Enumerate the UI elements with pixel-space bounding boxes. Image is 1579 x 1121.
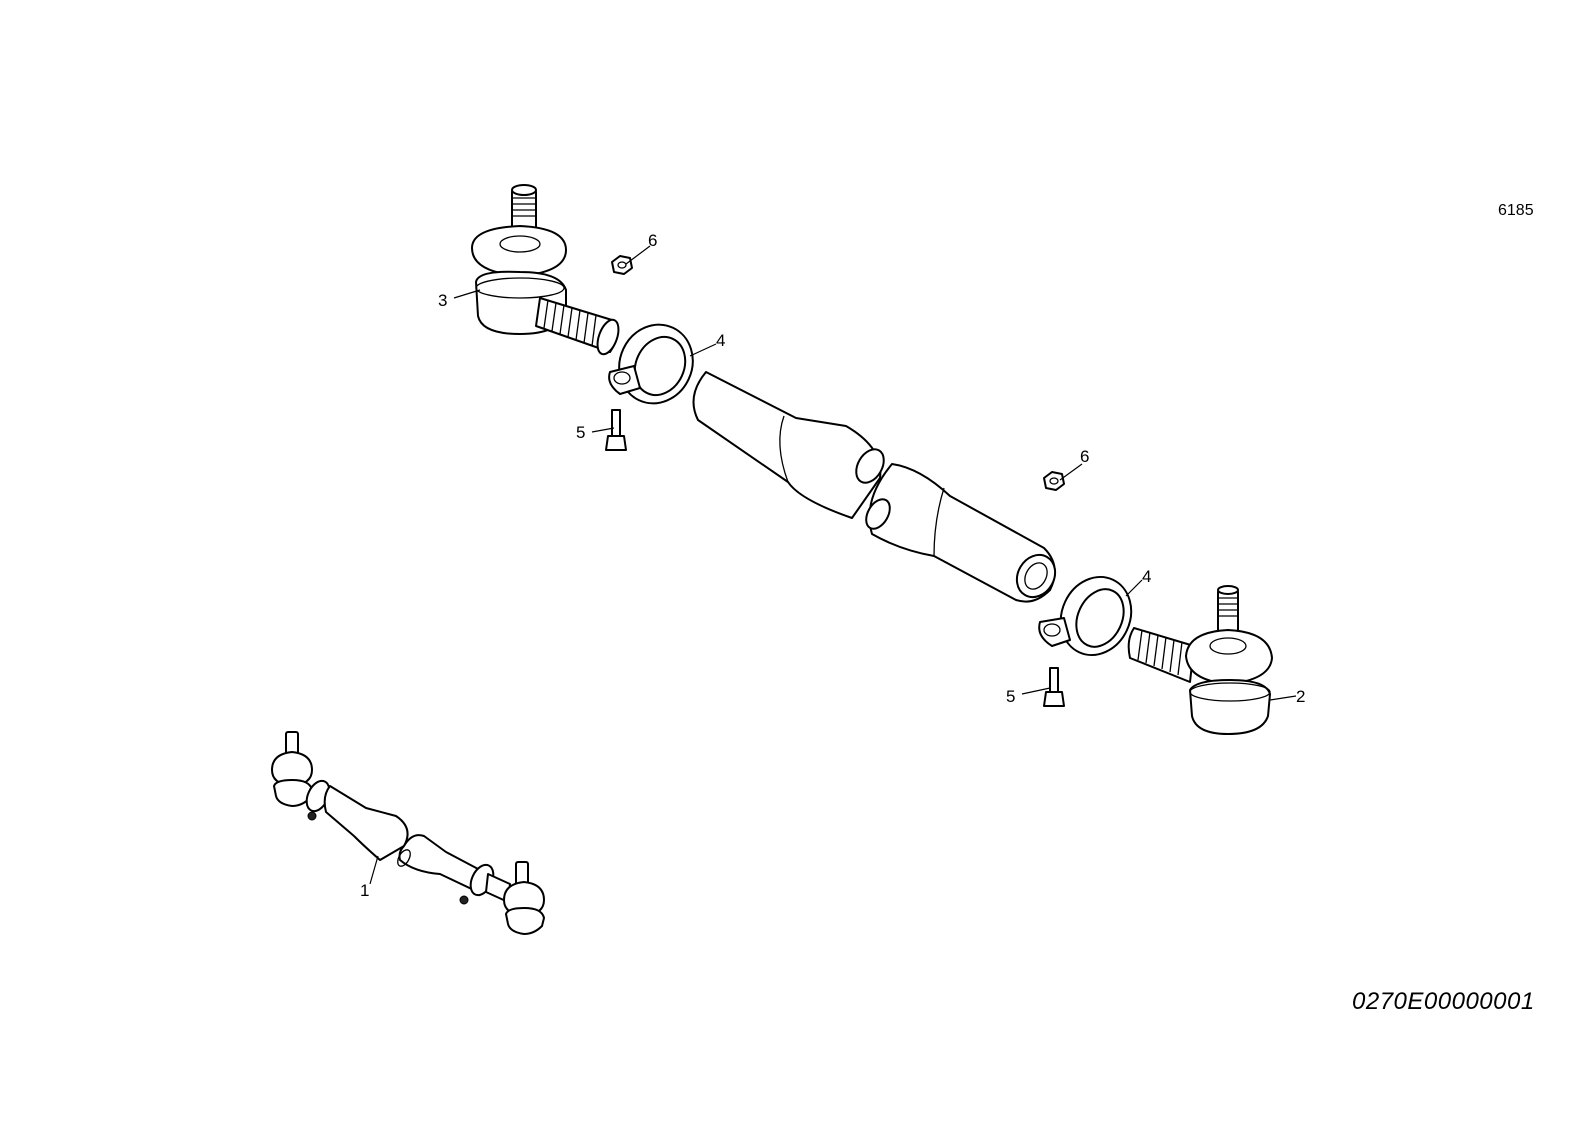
ball-joint-left [471,184,620,356]
drawing-code: 0270E00000001 [1352,988,1535,1015]
callout-4-upper: 4 [716,331,726,350]
sheet-number: 6185 [1498,202,1534,219]
leader-lines [369,245,1297,885]
ball-joint-right [1127,585,1273,735]
callout-4-lower: 4 [1142,567,1152,586]
tie-rod-tube-left [692,371,885,519]
nut-upper [611,255,633,275]
callout-6-upper: 6 [648,231,658,250]
callout-5-lower: 5 [1006,687,1016,706]
callout-3: 3 [438,291,448,310]
callout-6-lower: 6 [1080,447,1090,466]
tie-rod-tube-right [865,463,1057,603]
callout-1: 1 [360,881,370,900]
callout-5-upper: 5 [576,423,586,442]
clamp-upper [608,323,694,405]
bolt-upper [605,409,627,451]
nut-lower [1043,471,1065,491]
tie-rod-assembly-overview [271,731,545,935]
callout-2: 2 [1296,687,1306,706]
clamp-lower [1038,576,1133,656]
bolt-lower [1043,667,1065,707]
